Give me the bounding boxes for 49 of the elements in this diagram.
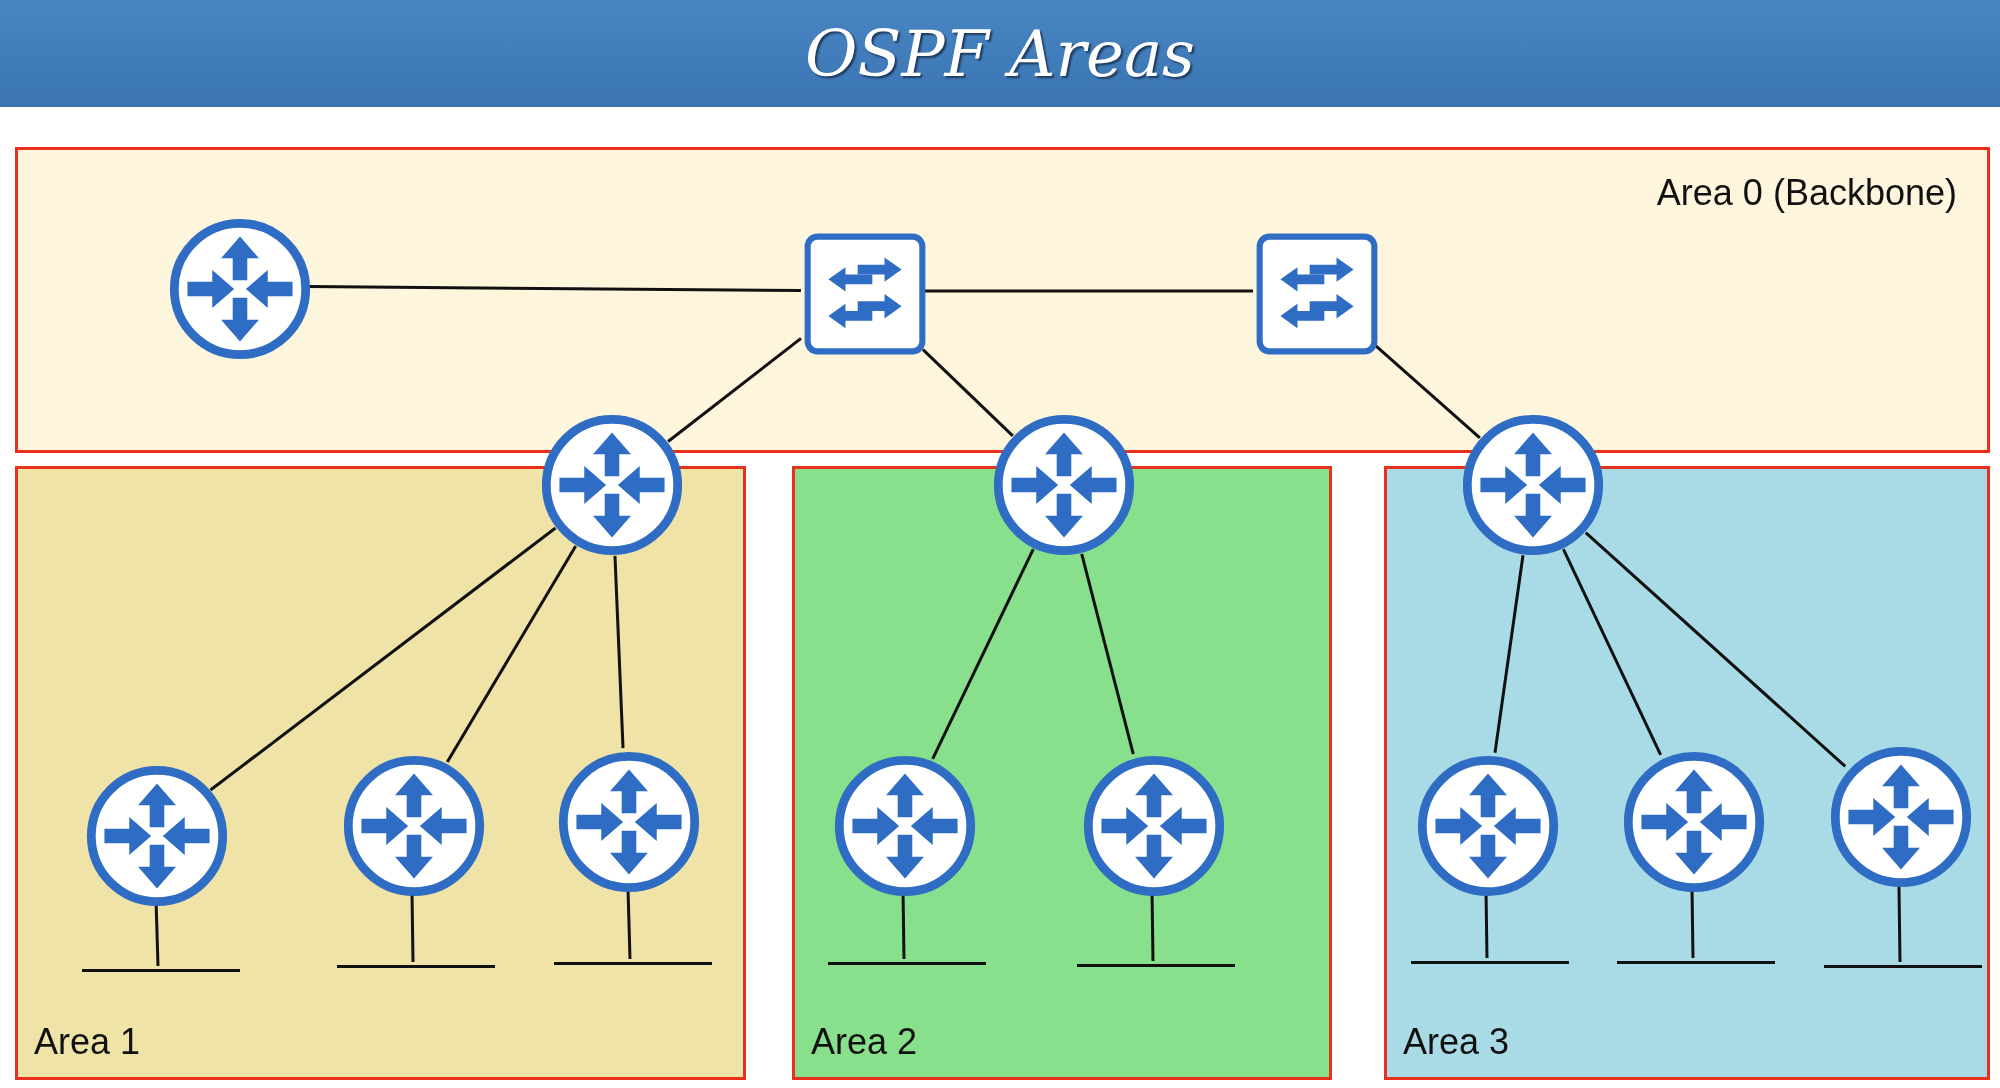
area-box	[15, 466, 746, 1080]
link-line	[1374, 343, 1481, 440]
network-segment	[828, 962, 986, 965]
link-line	[154, 903, 160, 967]
link-line	[1562, 548, 1662, 756]
link-line	[1897, 884, 1902, 963]
router-icon	[1415, 753, 1561, 899]
link-line	[410, 893, 415, 963]
router-icon	[1828, 744, 1974, 890]
router-icon	[341, 753, 487, 899]
network-segment	[1617, 961, 1775, 964]
area-box	[1384, 466, 1990, 1080]
link-line	[308, 285, 801, 292]
link-line	[209, 526, 557, 792]
switch-icon	[804, 233, 926, 355]
link-line	[1493, 555, 1525, 753]
link-line	[626, 889, 632, 960]
router-icon	[84, 763, 230, 909]
network-segment	[1411, 961, 1569, 964]
link-line	[921, 348, 1014, 437]
network-segment	[82, 969, 240, 972]
switch-icon	[1256, 233, 1378, 355]
link-line	[446, 545, 577, 763]
link-line	[1150, 893, 1155, 962]
area-box	[792, 466, 1332, 1080]
link-line	[1484, 893, 1489, 959]
link-line	[1584, 531, 1847, 768]
network-segment	[337, 965, 495, 968]
link-line	[1690, 889, 1695, 959]
link-line	[667, 337, 802, 443]
network-segment	[554, 962, 712, 965]
area-label: Area 0 (Backbone)	[1656, 172, 1957, 214]
router-icon	[832, 753, 978, 899]
router-icon	[1621, 749, 1767, 895]
link-line	[1080, 553, 1135, 755]
title: OSPF Areas	[805, 16, 1195, 91]
router-icon	[167, 216, 313, 362]
router-icon	[1081, 753, 1227, 899]
network-segment	[1077, 964, 1235, 967]
area-label: Area 2	[811, 1021, 918, 1063]
network-segment	[1824, 965, 1982, 968]
link-line	[931, 548, 1035, 760]
area-label: Area 3	[1403, 1021, 1510, 1063]
link-line	[613, 555, 625, 749]
area-box	[15, 147, 1990, 453]
link-line	[923, 289, 1253, 293]
link-line	[901, 893, 906, 960]
router-icon	[556, 749, 702, 895]
area-label: Area 1	[34, 1021, 141, 1063]
